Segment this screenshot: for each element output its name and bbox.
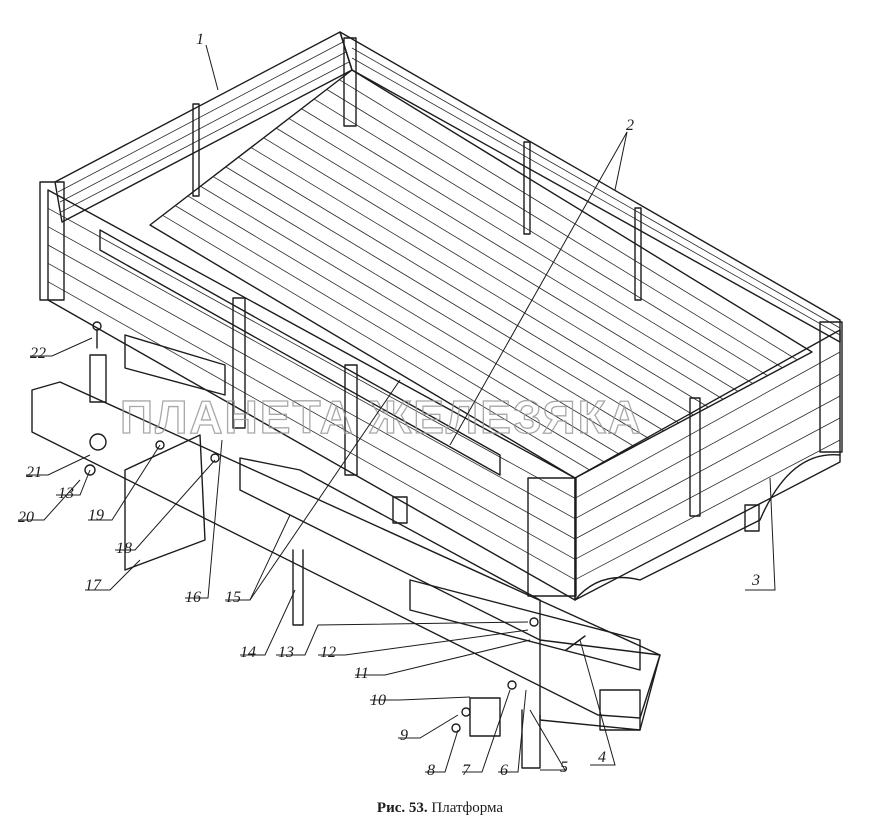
front-board: [339, 31, 841, 343]
right-end-board: [527, 321, 843, 601]
callout-4: 4: [579, 639, 616, 766]
board-line: [47, 207, 576, 499]
svg-text:6: 6: [500, 762, 508, 779]
svg-text:17: 17: [85, 577, 102, 594]
callout-6: 6: [498, 689, 527, 779]
board-line: [47, 262, 576, 560]
callout-10: 10: [370, 692, 471, 709]
svg-text:5: 5: [560, 759, 568, 776]
board-line: [47, 244, 576, 540]
chassis-frame: [31, 334, 661, 769]
svg-text:8: 8: [427, 762, 435, 779]
callout-15: 15: [225, 379, 401, 606]
callout-21: 21: [26, 454, 91, 481]
callout-19: 19: [88, 444, 161, 524]
watermark: ПЛАНЕТА ЖЕЛЕЗЯКА: [120, 391, 643, 443]
board-line: [574, 395, 841, 540]
board-line: [301, 108, 753, 384]
svg-text:1: 1: [196, 31, 204, 48]
svg-text:22: 22: [30, 345, 46, 362]
callout-13b: 13: [56, 469, 91, 502]
board-line: [162, 214, 591, 471]
board-line: [313, 98, 768, 376]
board-line: [47, 226, 576, 520]
callout-12: 12: [318, 629, 529, 661]
figure-caption: Рис. 53. Платформа: [0, 800, 880, 817]
svg-text:11: 11: [354, 665, 369, 682]
svg-text:15: 15: [225, 589, 241, 606]
fasteners: [84, 321, 586, 733]
figure-title: Платформа: [431, 800, 504, 816]
svg-text:12: 12: [320, 644, 336, 661]
board-line: [326, 89, 783, 369]
callout-20: 20: [18, 479, 81, 526]
figure-number: Рис. 53.: [376, 800, 428, 816]
svg-text:14: 14: [240, 644, 256, 661]
svg-text:21: 21: [26, 464, 42, 481]
near-side-board: [39, 181, 576, 601]
svg-text:2: 2: [626, 117, 634, 134]
callout-7: 7: [462, 689, 511, 779]
callout-5: 5: [529, 709, 568, 776]
callouts: 1 2 3 4 5 6 7 8: [18, 31, 776, 779]
board-line: [574, 373, 841, 520]
board-line: [187, 195, 620, 455]
board-line: [238, 156, 679, 424]
bed-floor: [149, 69, 813, 479]
board-line: [225, 166, 665, 432]
svg-text:13: 13: [278, 644, 294, 661]
board-line: [200, 185, 635, 447]
truck-bed: [39, 31, 843, 601]
svg-text:13: 13: [58, 485, 74, 502]
svg-text:10: 10: [370, 692, 386, 709]
callout-8: 8: [425, 729, 459, 779]
board-line: [250, 147, 694, 416]
board-line: [263, 137, 709, 408]
svg-text:16: 16: [185, 589, 201, 606]
board-line: [574, 439, 841, 581]
svg-text:18: 18: [116, 540, 132, 557]
callout-17: 17: [85, 559, 141, 594]
board-line: [288, 118, 739, 392]
board-line: [212, 176, 650, 439]
callout-3: 3: [745, 477, 776, 591]
board-line: [175, 205, 605, 463]
callout-22: 22: [30, 337, 93, 362]
callout-9: 9: [398, 714, 459, 744]
board-line: [276, 127, 724, 400]
callout-14: 14: [240, 589, 296, 661]
board-line: [574, 417, 841, 560]
svg-text:7: 7: [462, 762, 471, 779]
board-line: [574, 351, 841, 499]
svg-text:4: 4: [598, 749, 606, 766]
callout-11: 11: [354, 639, 531, 682]
board-line: [339, 79, 798, 361]
svg-text:9: 9: [400, 727, 408, 744]
svg-text:19: 19: [88, 507, 104, 524]
callout-1: 1: [196, 31, 219, 91]
far-side-wall: [54, 31, 353, 223]
callout-16: 16: [185, 439, 223, 606]
callout-18: 18: [115, 459, 216, 557]
callout-2: 2: [449, 117, 634, 446]
svg-text:20: 20: [18, 509, 34, 526]
board-line: [47, 281, 576, 581]
svg-text:3: 3: [751, 572, 760, 589]
callout-13a: 13: [276, 621, 529, 661]
